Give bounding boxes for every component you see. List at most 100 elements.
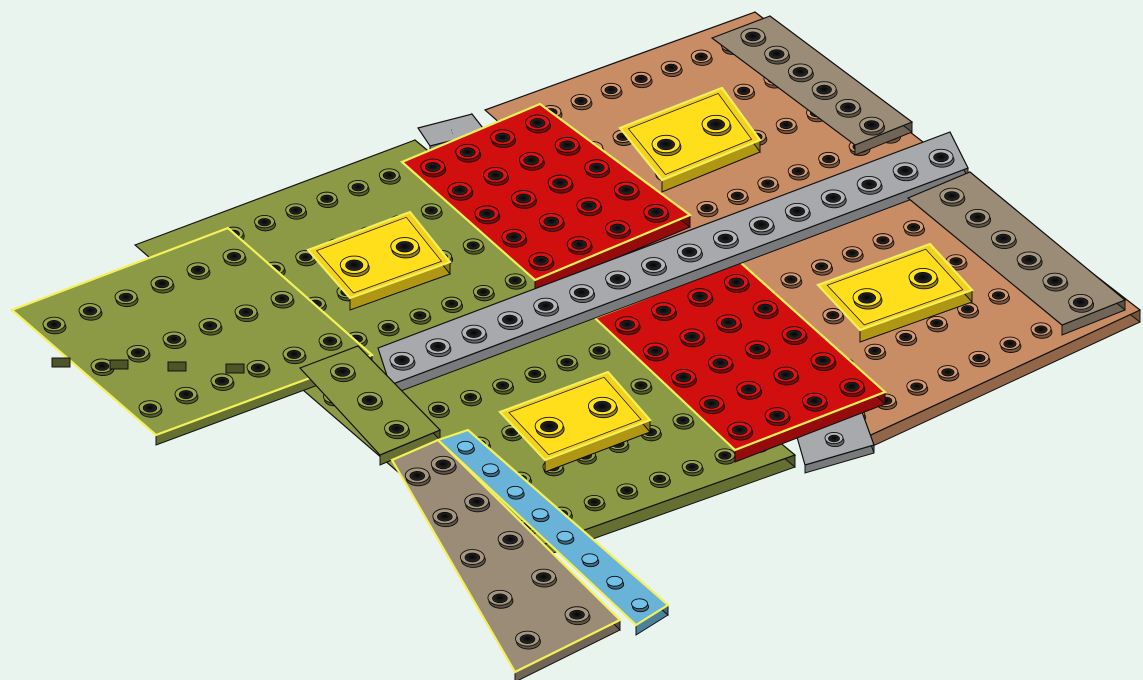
dark-tan-wedge-plate-stud: [488, 590, 513, 608]
tan-base-plate-stud: [989, 289, 1010, 304]
gray-plate-1x16-stud: [785, 203, 810, 221]
dark-tan-plate-1x6-right-stud: [991, 231, 1016, 249]
gray-plate-1x16-stud: [642, 258, 667, 276]
olive-base-plate-stud: [649, 472, 670, 487]
dark-tan-plate-1x6-top-stud: [741, 28, 766, 46]
olive-plate-1x4-stud: [331, 364, 356, 382]
blue-tile-1x8-stud: [607, 576, 624, 589]
yellow-tile-2x3-a-stud: [340, 256, 369, 276]
dark-tan-wedge-plate-stud: [565, 607, 590, 625]
olive-base-plate-stud: [505, 274, 526, 289]
olive-base-plate-stud: [428, 402, 449, 417]
gray-plate-1x16-stud: [570, 285, 595, 303]
red-plate-4x6-upper-stud: [511, 190, 536, 208]
olive-wing-plate-stud: [211, 374, 234, 391]
tan-base-plate-stud: [865, 344, 886, 359]
tan-base-plate-stud: [927, 316, 948, 331]
gray-plate-1x16-stud: [857, 176, 882, 194]
tan-base-plate-stud: [727, 189, 748, 204]
red-plate-4x6-lower-stud: [708, 355, 733, 373]
olive-plate-1x4-stud: [385, 421, 410, 439]
tan-base-plate-stud: [781, 273, 802, 288]
olive-wing-plate-stud: [283, 347, 306, 364]
gray-plate-1x16-stud: [390, 352, 415, 370]
red-plate-4x6-upper-stud: [456, 144, 481, 162]
dark-tan-wedge-plate-stud: [498, 532, 523, 550]
dark-tan-wedge-plate-stud: [460, 550, 485, 568]
olive-base-plate-stud: [286, 204, 307, 219]
olive-base-plate-stud: [317, 192, 338, 207]
red-plate-4x6-upper-stud: [475, 206, 500, 224]
dark-tan-plate-1x6-right-stud: [1043, 273, 1068, 291]
olive-wing-plate-stud: [187, 263, 210, 280]
yellow-tile-2x3-b-stud: [702, 115, 731, 135]
red-plate-4x6-upper-stud: [539, 214, 564, 232]
red-plate-4x6-lower-stud: [774, 367, 799, 385]
red-plate-4x6-upper-stud: [526, 115, 551, 133]
tan-base-plate-stud: [1031, 323, 1052, 338]
wing-clip: [226, 364, 244, 373]
dark-tan-plate-1x6-top-stud: [836, 99, 861, 117]
red-plate-4x6-lower-stud: [728, 422, 753, 440]
red-plate-4x6-lower-stud: [680, 329, 705, 347]
red-plate-4x6-upper-stud: [577, 198, 602, 216]
red-plate-4x6-lower-stud: [643, 343, 668, 361]
olive-wing-plate-stud: [139, 401, 162, 418]
dark-tan-plate-1x6-right-stud: [1069, 294, 1094, 312]
olive-base-plate-stud: [378, 320, 399, 335]
olive-base-plate-stud: [617, 484, 638, 499]
red-plate-4x6-upper-stud: [421, 159, 446, 177]
dark-tan-plate-1x6-top-stud: [812, 82, 837, 100]
tan-base-plate-stud: [969, 351, 990, 366]
olive-base-plate-stud: [410, 309, 431, 324]
olive-base-plate-stud: [348, 180, 369, 195]
olive-wing-plate-stud: [247, 360, 270, 377]
olive-base-plate-stud: [631, 379, 652, 394]
red-plate-4x6-lower-stud: [765, 408, 790, 426]
red-plate-4x6-lower-stud: [717, 315, 742, 333]
tan-base-plate-stud: [812, 260, 833, 275]
red-plate-4x6-upper-stud: [484, 167, 509, 185]
olive-wing-plate-stud: [319, 334, 342, 351]
olive-base-plate-stud: [584, 495, 605, 510]
gray-plate-1x16-stud: [677, 244, 702, 262]
tan-base-plate-stud: [842, 247, 863, 262]
olive-base-plate-stud: [254, 215, 275, 230]
olive-base-plate-stud: [682, 460, 703, 475]
tan-base-plate-stud: [819, 152, 840, 167]
dark-tan-wedge-plate-stud: [405, 468, 430, 486]
blue-tile-1x8-stud: [632, 599, 649, 612]
olive-wing-plate-stud: [127, 345, 150, 362]
dark-tan-wedge-plate-stud: [465, 494, 490, 512]
gray-plate-1x16-stud: [462, 325, 487, 343]
blue-tile-1x8-stud: [507, 486, 524, 499]
red-plate-4x6-upper-stud: [491, 130, 516, 148]
olive-wing-plate-stud: [115, 290, 138, 307]
red-plate-4x6-lower-stud: [671, 369, 696, 387]
red-plate-4x6-lower-stud: [840, 379, 865, 397]
olive-base-plate-stud: [473, 285, 494, 300]
wing-clip: [110, 360, 128, 369]
tan-base-plate-stud: [661, 61, 682, 76]
tan-base-plate-stud: [1000, 337, 1021, 352]
gray-plate-1x16-stud: [498, 312, 523, 330]
red-plate-4x6-upper-stud: [448, 182, 473, 200]
olive-base-plate-stud: [493, 379, 514, 394]
red-plate-4x6-lower-stud: [652, 303, 677, 321]
red-plate-4x6-lower-stud: [802, 393, 827, 411]
tan-base-plate-stud: [776, 118, 797, 133]
olive-wing-plate-stud: [151, 276, 174, 293]
gray-plate-1x16-stud: [606, 271, 631, 289]
gray-plate-1x16-stud: [893, 163, 918, 181]
tan-base-plate-stud: [758, 177, 779, 192]
dark-tan-plate-1x6-top-stud: [788, 64, 813, 82]
red-plate-4x6-lower-stud: [782, 327, 807, 345]
blue-tile-1x8-stud: [482, 464, 499, 477]
olive-base-plate-stud: [463, 239, 484, 254]
olive-plate-1x4-stud: [358, 392, 383, 410]
gray-plate-1x16-stud: [749, 217, 774, 235]
red-plate-4x6-lower-stud: [688, 289, 713, 307]
dark-tan-plate-1x6-top-stud: [860, 117, 885, 135]
wing-clip: [168, 362, 186, 371]
